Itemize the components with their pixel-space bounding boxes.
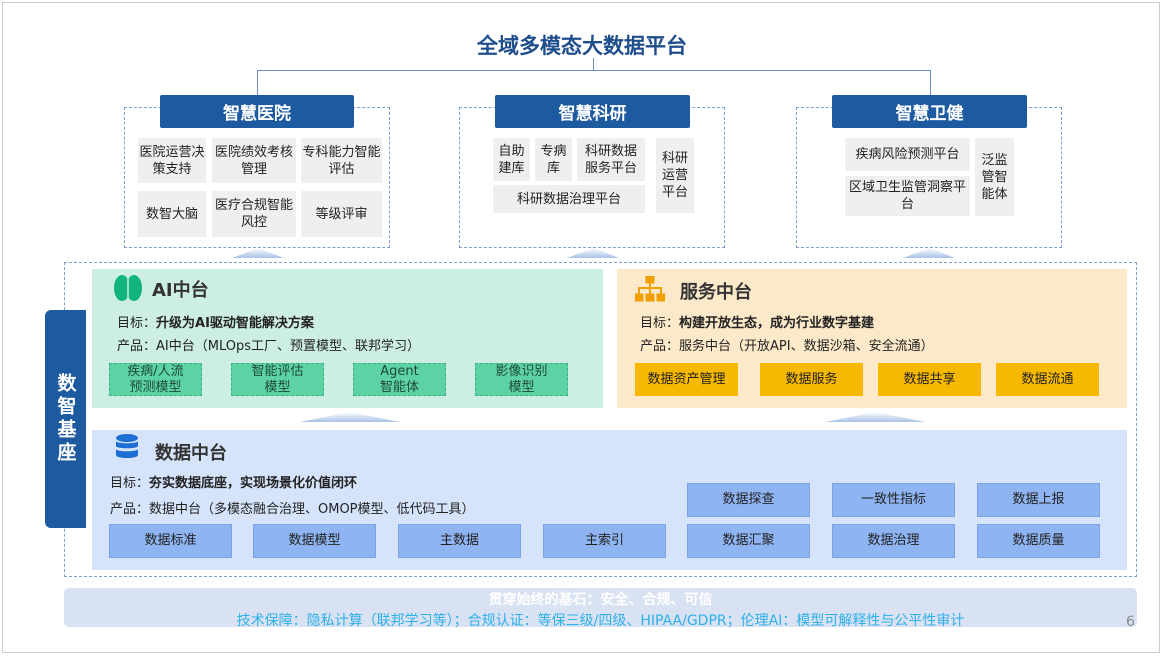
data-goal-label: 目标： [110, 476, 150, 491]
app-tab-research: 智慧科研 [495, 95, 690, 128]
foundation-label: 数智基座 [45, 310, 86, 528]
data-chip: 数据质量 [977, 524, 1100, 558]
data-chip: 数据模型 [253, 524, 376, 558]
foundation-label-text: 数智基座 [54, 373, 77, 465]
data-chip: 数据汇聚 [687, 524, 810, 558]
app-tab-hospital: 智慧医院 [160, 95, 354, 128]
app-item: 疾病风险预测平台 [845, 138, 970, 171]
bracket-right [930, 70, 931, 95]
page-title: 全域多模态大数据平台 [477, 34, 687, 58]
ai-chip: 疾病/人流 预测模型 [109, 363, 202, 396]
app-item: 泛监管智能体 [975, 138, 1014, 216]
ai-chip: Agent 智能体 [353, 363, 446, 396]
ai-title: AI中台 [152, 280, 209, 301]
data-chip: 数据上报 [977, 483, 1100, 517]
app-item: 医疗合规智能风控 [212, 191, 296, 237]
footer-heading: 贯穿始终的基石：安全、合规、可信 [488, 592, 713, 608]
brain-icon [114, 275, 142, 301]
data-product: 产品：数据中台（多模态融合治理、OMOP模型、低代码工具） [110, 502, 475, 517]
data-goal: 夯实数据底座，实现场景化价值闭环 [149, 476, 358, 491]
database-icon [116, 434, 138, 458]
app-item: 科研运营平台 [656, 138, 694, 213]
data-chip: 主索引 [543, 524, 666, 558]
service-title: 服务中台 [680, 282, 752, 303]
data-chip: 数据治理 [832, 524, 955, 558]
up-arrow [903, 248, 955, 258]
bracket-center [593, 58, 594, 70]
bracket-line [257, 70, 931, 71]
data-chip: 数据标准 [109, 524, 232, 558]
service-chip: 数据流通 [996, 363, 1099, 396]
org-chart-icon [635, 276, 665, 302]
app-item: 医院运营决策支持 [138, 138, 206, 183]
app-item: 科研数据治理平台 [493, 185, 645, 213]
footer-detail: 技术保障：隐私计算（联邦学习等）；合规认证：等保三级/四级、HIPAA/GDPR… [236, 613, 965, 629]
app-item: 区域卫生监管洞察平台 [845, 176, 970, 216]
app-item: 专科能力智能评估 [301, 138, 382, 183]
data-chip: 主数据 [398, 524, 521, 558]
up-arrow [825, 412, 925, 422]
app-item: 数智大脑 [138, 191, 206, 237]
service-chip: 数据资产管理 [635, 363, 738, 396]
ai-product: 产品：AI中台（MLOps工厂、预置模型、联邦学习） [117, 339, 420, 354]
bracket-left [257, 70, 258, 95]
up-arrow [300, 412, 400, 422]
ai-chip: 影像识别 模型 [475, 363, 568, 396]
footer-banner: 贯穿始终的基石：安全、合规、可信 技术保障：隐私计算（联邦学习等）；合规认证：等… [64, 588, 1137, 629]
data-chip: 一致性指标 [832, 483, 955, 517]
service-goal: 构建开放生态，成为行业数字基建 [679, 316, 875, 331]
ai-chip: 智能评估 模型 [231, 363, 324, 396]
app-tab-health: 智慧卫健 [832, 95, 1027, 128]
service-chip: 数据共享 [878, 363, 981, 396]
page-number: 6 [1126, 614, 1135, 630]
data-title: 数据中台 [155, 443, 227, 464]
ai-goal: 升级为AI驱动智能解决方案 [156, 316, 314, 331]
ai-goal-label: 目标： [117, 316, 157, 331]
up-arrow [567, 248, 619, 258]
service-chip: 数据服务 [760, 363, 863, 396]
app-item: 科研数据服务平台 [577, 138, 645, 181]
app-item: 等级评审 [301, 191, 382, 237]
app-item: 医院绩效考核管理 [212, 138, 296, 183]
up-arrow [232, 248, 284, 258]
service-product: 产品：服务中台（开放API、数据沙箱、安全流通） [640, 339, 934, 354]
data-chip: 数据探查 [687, 483, 810, 517]
service-goal-label: 目标： [640, 316, 680, 331]
app-item: 自助建库 [493, 138, 530, 181]
app-item: 专病库 [535, 138, 572, 181]
